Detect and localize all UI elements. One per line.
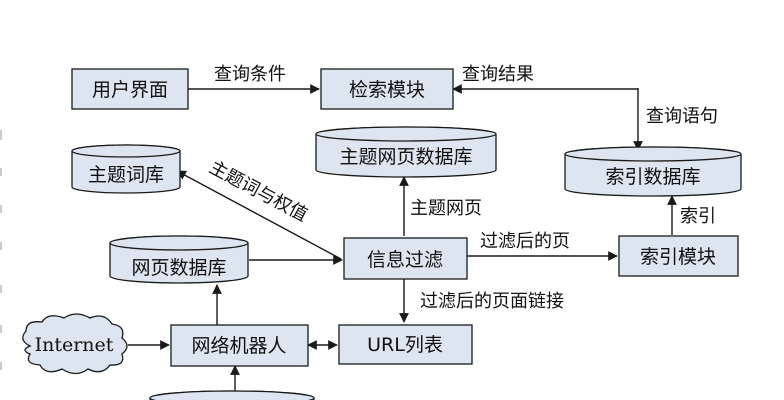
svg-text:用户界面: 用户界面	[92, 79, 168, 101]
label-filtered-pages: 过滤后的页	[480, 231, 570, 252]
svg-text:Internet: Internet	[35, 334, 114, 356]
label-filtered-page-links: 过滤后的页面链接	[420, 291, 564, 312]
label-index: 索引	[680, 206, 716, 227]
svg-text:索引模块: 索引模块	[640, 246, 716, 268]
label-topic-webpages: 主题网页	[410, 198, 482, 219]
node-index-db: 索引数据库	[564, 146, 742, 197]
node-webpage-db: 网页数据库	[109, 235, 249, 284]
node-topic-webpage-db: 主题网页数据库	[315, 126, 497, 178]
svg-text:主题词库: 主题词库	[88, 164, 164, 186]
node-info-filter: 信息过滤	[343, 237, 468, 280]
node-user-interface: 用户界面	[71, 68, 189, 110]
node-topic-words-db: 主题词库	[71, 144, 181, 194]
edge-topic-words-weights	[176, 170, 342, 260]
svg-text:URL列表: URL列表	[367, 334, 443, 356]
svg-text:网络机器人: 网络机器人	[191, 335, 286, 357]
svg-text:索引数据库: 索引数据库	[605, 166, 700, 188]
node-search-module: 检索模块	[320, 68, 454, 110]
node-url-list: URL列表	[338, 324, 473, 365]
node-web-robot: 网络机器人	[170, 324, 309, 367]
label-topic-words-weights: 主题词与权值	[206, 157, 311, 226]
node-index-module: 索引模块	[618, 235, 739, 277]
label-query-conditions: 查询条件	[214, 64, 286, 85]
svg-text:检索模块: 检索模块	[349, 79, 425, 101]
label-query-statements: 查询语句	[646, 106, 718, 127]
node-bottom-cylinder	[149, 390, 315, 400]
svg-text:网页数据库: 网页数据库	[131, 257, 226, 279]
label-query-results: 查询结果	[462, 64, 534, 85]
svg-text:信息过滤: 信息过滤	[367, 249, 443, 271]
svg-text:主题网页数据库: 主题网页数据库	[339, 146, 472, 168]
node-internet-cloud: Internet	[22, 313, 128, 375]
